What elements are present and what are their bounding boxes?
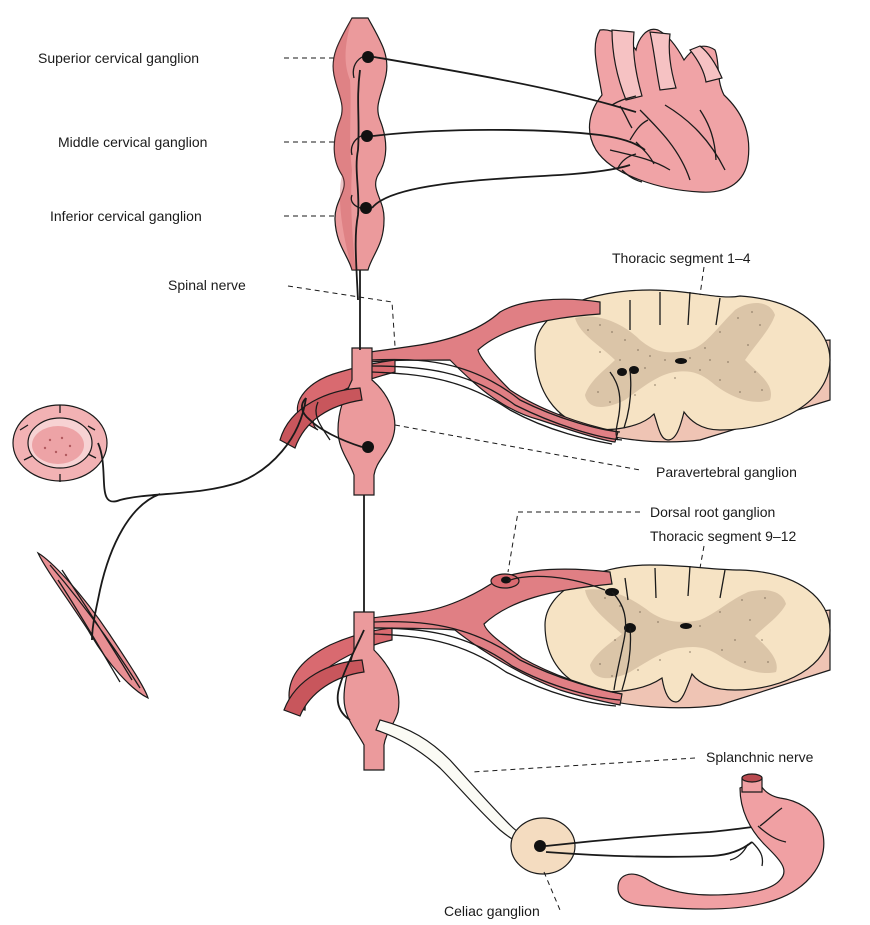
stomach: [618, 774, 824, 909]
label-dorsal-root-ganglion: Dorsal root ganglion: [650, 504, 775, 520]
label-inferior-cervical-ganglion: Inferior cervical ganglion: [50, 208, 202, 224]
label-middle-cervical-ganglion: Middle cervical ganglion: [58, 134, 207, 150]
label-spinal-nerve: Spinal nerve: [168, 277, 246, 293]
inferior-to-heart-fiber: [372, 165, 630, 208]
label-splanchnic-nerve: Splanchnic nerve: [706, 749, 814, 765]
inferior-ganglion-cell: [360, 202, 372, 214]
middle-ganglion-cell: [361, 130, 373, 142]
label-thoracic-segment-upper: Thoracic segment 1–4: [612, 250, 751, 266]
paravertebral-ganglion-cell: [362, 441, 374, 453]
heart: [589, 29, 748, 192]
superior-ganglion-cell: [362, 51, 374, 63]
label-celiac-ganglion: Celiac ganglion: [444, 903, 540, 919]
cervical-sympathetic-chain: [333, 18, 387, 300]
postganglionic-to-effectors: [92, 398, 306, 640]
label-thoracic-segment-lower: Thoracic segment 9–12: [650, 528, 797, 544]
sweat-gland: [13, 405, 107, 482]
label-superior-cervical-ganglion: Superior cervical ganglion: [38, 50, 199, 66]
celiac-ganglion-cell: [534, 840, 546, 852]
label-paravertebral-ganglion: Paravertebral ganglion: [656, 464, 797, 480]
